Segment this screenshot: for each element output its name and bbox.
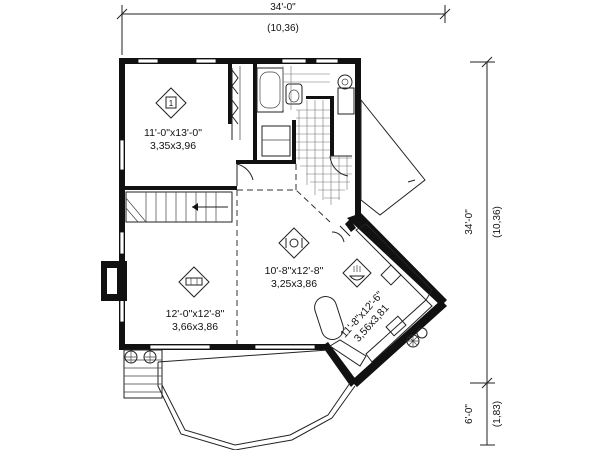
bedroom-size-imperial: 11'-0"x13'-0" (144, 127, 202, 139)
bedroom-size-metric: 3,35x3,96 (150, 140, 196, 152)
exterior-walls (119, 58, 447, 387)
living-size-metric: 3,66x3,86 (172, 321, 218, 333)
kitchen-icon (342, 258, 372, 288)
stairs (125, 191, 233, 223)
bedroom-icon-number: 1 (169, 99, 174, 108)
right-dimension: 34'-0" (10,36) 6'-0" (1,83) (464, 56, 503, 446)
windows (119, 58, 339, 350)
bedroom-closet (231, 66, 241, 140)
sofa-icon (178, 266, 210, 298)
dining-label: 10'-8"x12'-8" 3,25x3,86 (265, 265, 324, 290)
bottom-right-dimension-imperial: 6'-0" (464, 404, 475, 424)
top-dimension-imperial: 34'-0" (270, 2, 296, 13)
top-dimension-metric: (10,36) (267, 23, 299, 34)
shrubs (124, 350, 157, 364)
doors (236, 155, 352, 243)
fireplace (101, 261, 127, 301)
top-dimension: 34'-0" (10,36) (116, 2, 451, 55)
side-deck (360, 98, 426, 216)
bathroom (256, 66, 355, 205)
bed-icon: 1 (155, 87, 187, 119)
dining-icon (278, 227, 310, 259)
hall-lines (236, 164, 331, 344)
bottom-right-dimension-metric: (1,83) (492, 401, 503, 427)
living-label: 12'-0"x12'-8" 3,66x3,86 (166, 308, 225, 333)
bedroom-label: 11'-0"x13'-0" 3,35x3,96 (144, 127, 202, 152)
living-size-imperial: 12'-0"x12'-8" (166, 308, 225, 320)
kitchen (314, 223, 433, 367)
dining-size-metric: 3,25x3,86 (271, 278, 317, 290)
interior-walls (125, 64, 334, 190)
kitchen-island (314, 296, 344, 340)
dining-size-imperial: 10'-8"x12'-8" (265, 265, 324, 277)
right-dimension-metric: (10,36) (492, 206, 503, 238)
front-deck (123, 349, 356, 450)
plants (406, 327, 428, 348)
floor-tiles (282, 66, 352, 205)
right-dimension-imperial: 34'-0" (464, 209, 475, 235)
kitchen-label: 11'-8"x12'-6" 3,56x3,81 (338, 289, 392, 345)
